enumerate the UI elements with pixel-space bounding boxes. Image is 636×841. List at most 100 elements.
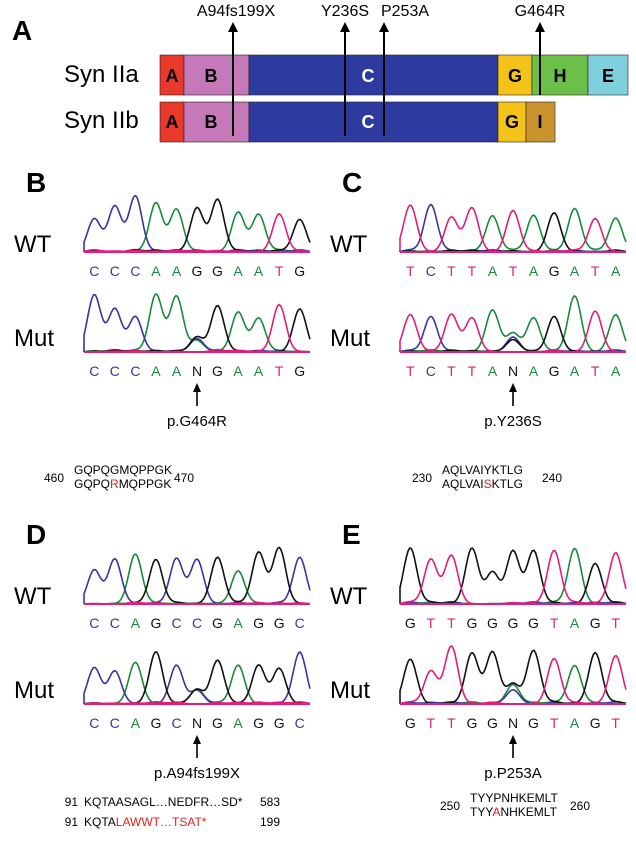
sequence-base: G — [590, 715, 601, 731]
domain-c — [248, 54, 499, 96]
residue-span: MQPPGK — [119, 477, 172, 491]
domain-b — [183, 101, 250, 143]
alignment-start: 91 — [65, 795, 79, 809]
arrowhead-icon — [228, 22, 238, 32]
sequence-base: T — [468, 363, 477, 379]
sequence-base: T — [591, 363, 600, 379]
domain-c — [248, 101, 499, 143]
sequence-base: T — [406, 263, 415, 279]
mutation-label-a94fs199x: A94fs199X — [197, 3, 276, 20]
sequence-base: A — [254, 363, 264, 379]
mutated-residue: A — [492, 805, 500, 819]
domain-e-label: E — [602, 66, 614, 86]
sequence-base: G — [405, 615, 416, 631]
sequence-base: C — [110, 615, 120, 631]
alignment-sequence: TYYANHKEMLT — [470, 805, 558, 819]
sequence-base: G — [405, 715, 416, 731]
mutation-arrows — [232, 30, 541, 136]
sequence-base: A — [233, 363, 243, 379]
sequence-base: C — [426, 363, 436, 379]
mutation-name: p.A94fs199X — [154, 765, 240, 782]
sequence-base: G — [274, 715, 285, 731]
panel-c-letter: C — [342, 167, 362, 198]
sequence-base: C — [295, 615, 305, 631]
trace-c — [399, 203, 627, 253]
sequence-base: G — [150, 715, 161, 731]
sequence-base: G — [508, 615, 519, 631]
mutation-name: p.Y236S — [484, 413, 542, 430]
mutation-label-p253a: P253A — [381, 3, 429, 20]
sequence-base: G — [274, 615, 285, 631]
alignment-sequence: TYYPNHKEMLT — [470, 791, 558, 805]
domain-i-label: I — [537, 112, 542, 132]
domain-a-label: A — [166, 112, 179, 132]
sequence-base: C — [130, 263, 140, 279]
sequence-base: C — [110, 715, 120, 731]
alignment-sequence: AQLVAISKTLG — [442, 477, 523, 491]
sequence-base: C — [171, 615, 181, 631]
mut-label: Mut — [14, 677, 54, 704]
sequence-base: A — [233, 615, 243, 631]
sequence-base: G — [150, 615, 161, 631]
sequence-base: G — [466, 715, 477, 731]
alignment-start: 460 — [44, 471, 64, 485]
domain-b — [183, 54, 250, 96]
sequence-base: T — [406, 363, 415, 379]
sequence-base: A — [131, 615, 141, 631]
arrowhead-icon — [340, 22, 350, 32]
trace-c — [83, 556, 311, 605]
sequence-base: C — [192, 615, 202, 631]
trace-t — [399, 644, 627, 705]
sequence-base: G — [212, 715, 223, 731]
domain-b-label: B — [205, 112, 218, 132]
sequence-base: G — [212, 615, 223, 631]
sequence-base: T — [550, 615, 559, 631]
sequence-base: T — [427, 715, 436, 731]
trace-g — [399, 547, 627, 605]
sequence-base: T — [275, 263, 284, 279]
alignment-end: 240 — [542, 471, 562, 485]
sequence-base: A — [151, 263, 161, 279]
sequence-base: A — [172, 263, 182, 279]
residue-span: GQPQGMQPPGK — [74, 463, 172, 477]
arrowhead-icon — [509, 735, 517, 744]
mutation-label-y236s: Y236S — [321, 3, 369, 20]
syn-iia-bar: A B C G H E — [159, 54, 629, 96]
residue-span: TYYPNHKEMLT — [470, 791, 558, 805]
mut-label: Mut — [14, 325, 54, 352]
sequence-base: G — [212, 363, 223, 379]
sequence-base: C — [171, 715, 181, 731]
alignment-sequence: AQLVAIYKTLG — [442, 463, 523, 477]
isoform-label-syn-iia: Syn IIa — [64, 61, 139, 88]
sequence-base: G — [590, 615, 601, 631]
alignment-end: 470 — [174, 471, 194, 485]
arrowhead-icon — [193, 383, 201, 392]
domain-b-label: B — [205, 66, 218, 86]
alignment-start: 230 — [412, 471, 432, 485]
sequence-base: C — [130, 363, 140, 379]
trace-g — [83, 198, 311, 253]
trace-c — [83, 194, 311, 253]
domain-g-label: G — [508, 66, 522, 86]
sequence-base: T — [611, 615, 620, 631]
panel-a: A A94fs199X Y236S P253A G464R Syn IIa A … — [12, 3, 629, 143]
trace-g — [399, 649, 627, 705]
sequence-base: A — [151, 363, 161, 379]
mutation-name: p.P253A — [484, 765, 542, 782]
sequence-base: A — [611, 263, 621, 279]
wt-label: WT — [14, 583, 52, 610]
sequence-base: A — [570, 263, 580, 279]
trace-a — [399, 547, 627, 605]
trace-g — [84, 546, 311, 605]
mutation-name: p.G464R — [167, 413, 227, 430]
domain-c-label: C — [362, 66, 375, 86]
sequence-base: A — [254, 263, 264, 279]
isoform-label-syn-iib: Syn IIb — [64, 107, 139, 134]
trace-t — [399, 549, 627, 605]
sequence-base: A — [529, 363, 539, 379]
sequence-base: T — [447, 715, 456, 731]
